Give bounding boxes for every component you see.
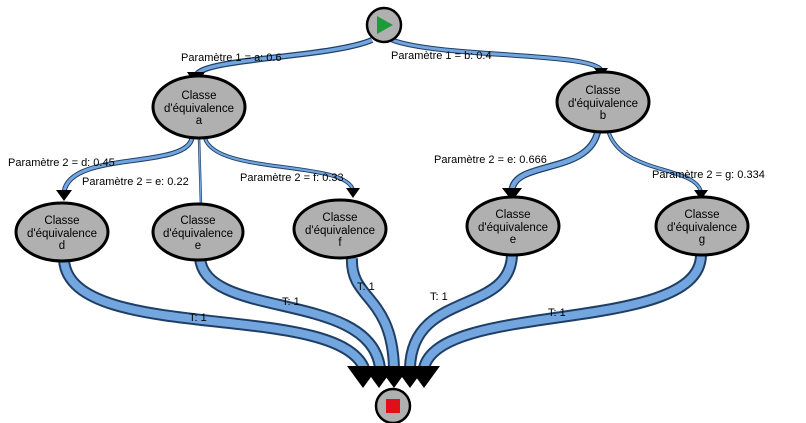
node-class-e1: Classe d'équivalence e: [151, 202, 245, 262]
edge-label-a-f: Paramètre 2 = f: 0.33: [240, 172, 344, 184]
edge-label-e2-end: T: 1: [430, 291, 448, 303]
node-label-line2: d'équivalence: [305, 225, 375, 237]
node-label-line3: g: [699, 234, 705, 246]
arrowhead: [408, 366, 440, 388]
edge-label-a-e1: Paramètre 2 = e: 0.22: [82, 176, 189, 188]
end-node: [374, 387, 412, 423]
node-class-e2: Classe d'équivalence e: [465, 195, 561, 257]
node-label-line3: e: [510, 234, 516, 246]
node-class-a: Classe d'équivalence a: [151, 74, 247, 140]
node-label-line3: a: [196, 115, 203, 127]
node-label-line2: d'équivalence: [163, 228, 233, 240]
node-class-d: Classe d'équivalence d: [14, 201, 110, 263]
node-label-line3: e: [195, 240, 201, 252]
node-label-line1: Classe: [44, 215, 79, 227]
edge-e2-end: [404, 254, 518, 369]
node-label-line3: d: [59, 240, 65, 252]
edge-b-g: [606, 129, 708, 200]
node-label-line3: b: [600, 110, 606, 122]
node-class-g: Classe d'équivalence g: [654, 195, 750, 257]
node-class-f: Classe d'équivalence f: [292, 198, 388, 260]
edge-label-start-a: Paramètre 1 = a: 0.6: [181, 52, 282, 64]
arrowhead: [694, 190, 708, 200]
edge-g-end: [418, 254, 707, 371]
edge-a-d: [56, 137, 195, 201]
edge-label-b-e2: Paramètre 2 = e: 0.666: [434, 154, 547, 166]
node-label-line1: Classe: [684, 209, 719, 221]
start-node: [365, 6, 403, 44]
node-label-line2: d'équivalence: [478, 222, 548, 234]
edge-label-d-end: T: 1: [189, 312, 207, 324]
node-label-line2: d'équivalence: [164, 103, 234, 115]
edge-label-a-d: Paramètre 2 = d: 0.45: [8, 157, 115, 169]
node-label-line1: Classe: [180, 215, 215, 227]
edge-label-start-b: Paramètre 1 = b: 0.4: [391, 50, 492, 62]
edge-e1-end: [194, 256, 386, 370]
stop-icon: [386, 399, 400, 413]
edge-d-end: [58, 258, 370, 372]
play-icon: [377, 16, 393, 34]
node-class-b: Classe d'équivalence b: [555, 70, 651, 134]
node-label-line3: f: [338, 237, 342, 249]
node-label-line1: Classe: [585, 85, 620, 97]
edge-f-end: [345, 257, 400, 369]
edge-a-f: [203, 137, 360, 198]
node-label-line1: Classe: [181, 90, 216, 102]
edge-label-g-end: T: 1: [548, 307, 566, 319]
node-label-line1: Classe: [322, 212, 357, 224]
edge-label-e1-end: T: 1: [282, 296, 300, 308]
edge-label-b-g: Paramètre 2 = g: 0.334: [652, 169, 765, 181]
end-arrowheads: [347, 366, 440, 388]
arrowhead: [502, 188, 522, 201]
edge-label-f-end: T: 1: [357, 281, 375, 293]
node-label-line2: d'équivalence: [568, 98, 638, 110]
edge-a-e1: [197, 137, 205, 210]
node-label-line2: d'équivalence: [27, 228, 97, 240]
arrowhead: [346, 188, 360, 198]
node-label-line1: Classe: [495, 209, 530, 221]
edge-b-e2: [502, 129, 602, 201]
node-label-line2: d'équivalence: [667, 222, 737, 234]
arrowhead: [56, 190, 72, 201]
